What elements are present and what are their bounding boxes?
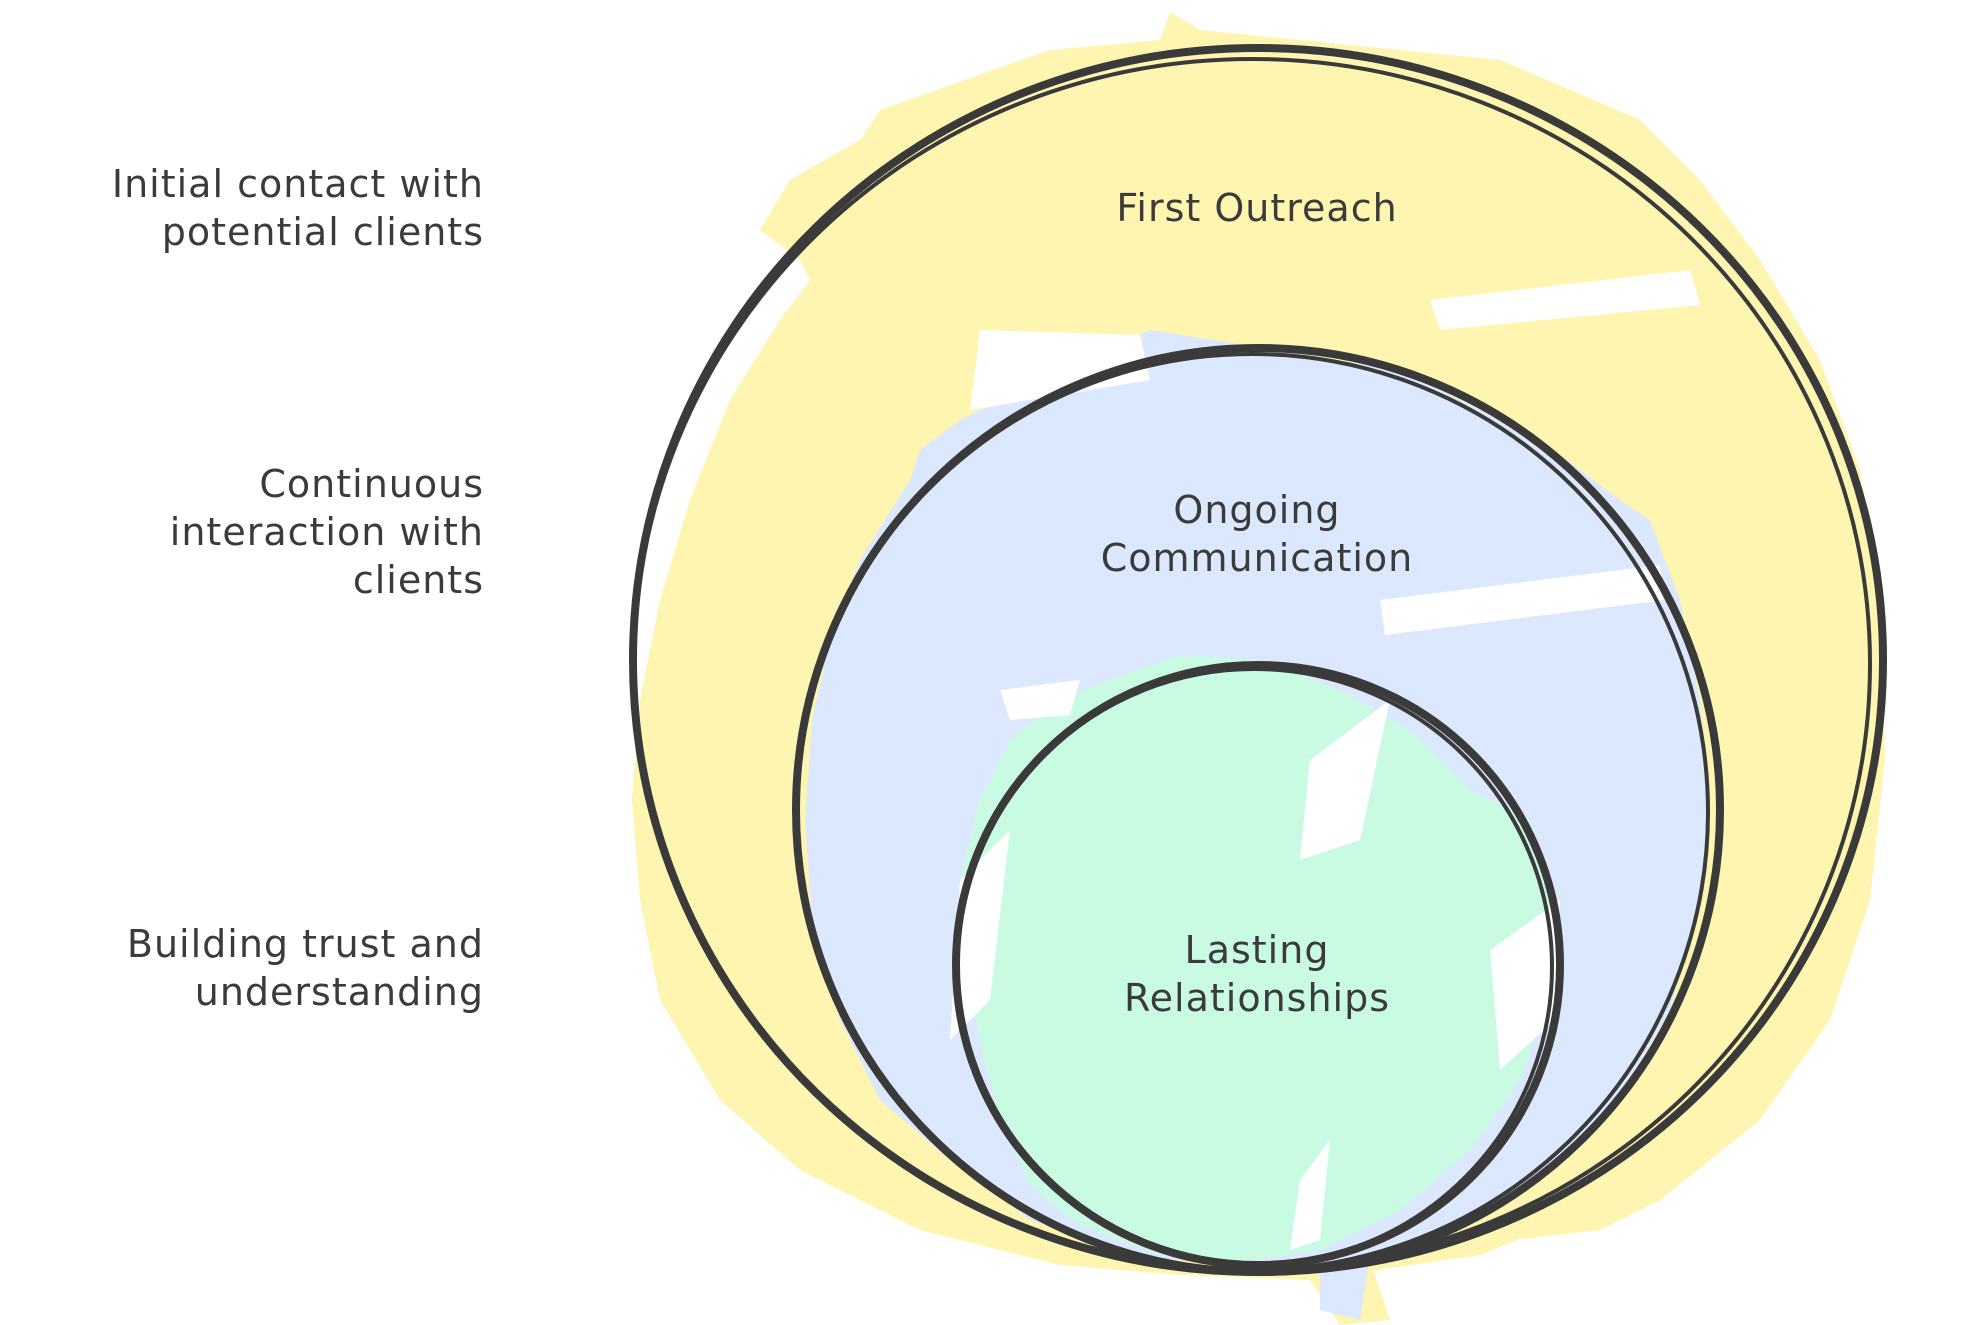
outer-ring-description-line-1: Initial contact with (111, 162, 484, 206)
inner-ring-title-line-1: Lasting (1184, 928, 1330, 972)
outer-ring-description-line-2: potential clients (161, 210, 484, 254)
gap-8 (1290, 1140, 1330, 1250)
middle-ring-description: Continuous interaction with clients (64, 460, 484, 604)
inner-circle-fill (960, 655, 1555, 1262)
inner-ring-description: Building trust and understanding (64, 920, 484, 1016)
outer-ring-title-line-1: First Outreach (1116, 186, 1398, 230)
middle-ring-title-line-2: Communication (1100, 536, 1414, 580)
outer-ring-title: First Outreach (1007, 184, 1507, 232)
middle-ring-title: Ongoing Communication (1007, 486, 1507, 582)
gap-3 (1380, 565, 1665, 635)
middle-ring-description-line-3: clients (352, 558, 484, 602)
gap-5 (1300, 700, 1390, 860)
gap-4 (1000, 680, 1080, 720)
inner-circle-fill-shape (960, 655, 1555, 1262)
gap-2 (1430, 270, 1700, 330)
middle-ring-description-line-2: interaction with (169, 510, 484, 554)
inner-ring-description-line-2: understanding (194, 970, 484, 1014)
middle-ring-description-line-1: Continuous (259, 462, 484, 506)
middle-ring-title-line-1: Ongoing (1173, 488, 1341, 532)
inner-circle-outline-sketch (954, 667, 1554, 1267)
inner-ring-title-line-2: Relationships (1123, 976, 1391, 1020)
circle-outlines (629, 44, 1887, 1276)
outer-ring-description: Initial contact with potential clients (64, 160, 484, 256)
gap-7 (1490, 900, 1560, 1070)
middle-circle-outline-sketch (794, 352, 1710, 1272)
gap-1 (970, 330, 1150, 410)
fill-gaps (950, 270, 1700, 1250)
inner-ring-title: Lasting Relationships (1007, 926, 1507, 1022)
inner-ring-description-line-1: Building trust and (126, 922, 484, 966)
